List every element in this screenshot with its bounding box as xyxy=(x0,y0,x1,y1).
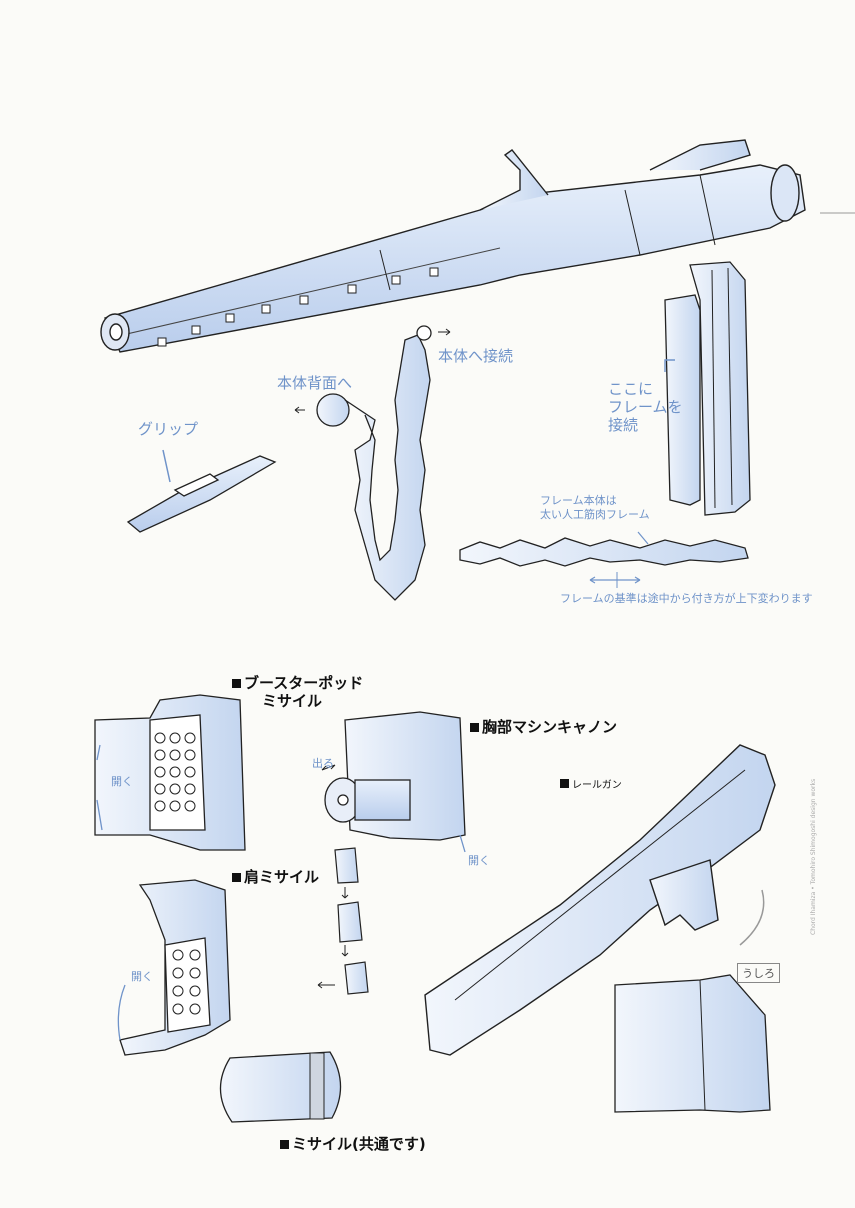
note-connect: 接続 xyxy=(608,416,639,434)
open-arrow-chest xyxy=(459,834,466,853)
railgun-drawing xyxy=(424,744,776,1056)
label-missile-common: ミサイル(共通です) xyxy=(280,1133,426,1154)
frame-arrow xyxy=(664,359,675,372)
label-shoulder-missile-text: 肩ミサイル xyxy=(244,868,320,886)
note-frame-line2: 太い人工筋肉フレーム xyxy=(540,508,650,521)
label-missile-common-text: ミサイル(共通です) xyxy=(292,1135,426,1153)
horizontal-frame-drawing xyxy=(459,537,749,567)
railgun-back-drawing xyxy=(614,974,771,1113)
frame-pointer xyxy=(637,531,649,545)
sequence-arrows xyxy=(317,887,349,989)
note-frame-wo: フレームを xyxy=(608,398,683,416)
note-open-pod: 開く xyxy=(111,775,133,788)
credit-text: Chord Ihamiza • Tomohiro Shimogoshi desi… xyxy=(810,778,817,935)
arrow-left-icon xyxy=(294,406,305,414)
frame-chain-drawing xyxy=(316,325,432,601)
grip-drawing xyxy=(126,455,277,533)
missile-drawing xyxy=(219,1051,342,1123)
open-arrows xyxy=(96,744,103,831)
label-railgun-text: レールガン xyxy=(572,780,622,791)
label-chest-gun: 胸部マシンキャノン xyxy=(470,716,617,737)
note-here: ここに xyxy=(608,380,654,398)
label-back-view: うしろ xyxy=(737,963,780,983)
arrow-right-icon xyxy=(438,328,451,336)
chest-cannon-drawing xyxy=(324,711,466,841)
note-out: 出る xyxy=(312,757,334,770)
label-railgun: レールガン xyxy=(560,776,622,791)
vertical-frame-drawing xyxy=(664,261,751,516)
long-cannon-drawing xyxy=(100,139,806,353)
booster-pod-drawing xyxy=(94,694,246,851)
label-booster-pod-text: ブースターポッド xyxy=(244,674,364,692)
note-to-back: 本体背面へ xyxy=(277,374,353,392)
note-frame-change: フレームの基準は途中から付き方が上下変わります xyxy=(560,592,813,605)
note-open-chest: 開く xyxy=(468,854,490,867)
label-booster-pod: ブースターポッド xyxy=(232,672,363,693)
out-arrow xyxy=(321,764,336,771)
note-frame-line1: フレーム本体は xyxy=(540,494,617,507)
label-chest-gun-text: 胸部マシンキャノン xyxy=(482,718,618,736)
grip-arrow xyxy=(162,449,171,483)
label-shoulder-missile: 肩ミサイル xyxy=(232,866,319,887)
shoulder-missile-drawing xyxy=(119,879,231,1056)
note-to-body: 本体へ接続 xyxy=(438,347,514,365)
sequence-drawing xyxy=(334,847,369,995)
label-booster-pod-sub: ミサイル xyxy=(262,692,323,710)
note-grip: グリップ xyxy=(138,420,199,438)
open-arrow-shoulder xyxy=(117,984,126,1041)
back-arrow xyxy=(739,889,765,946)
double-arrow-icon xyxy=(589,576,641,584)
note-open-shoulder: 開く xyxy=(131,970,153,983)
